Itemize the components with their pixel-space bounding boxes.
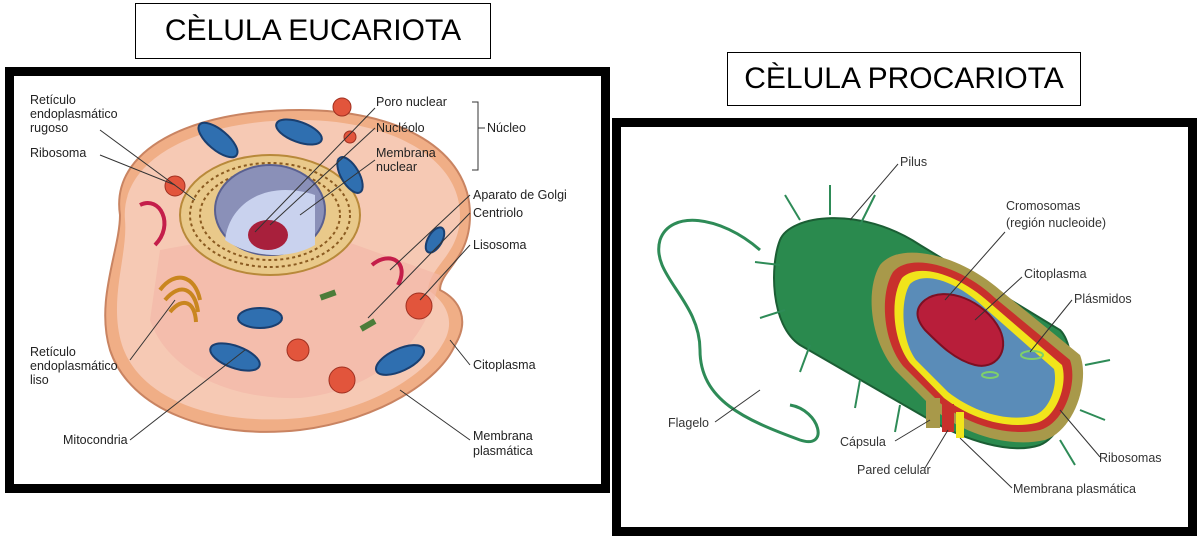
label-cromosomas-2: (región nucleoide) <box>1006 216 1106 230</box>
label-ribosomas: Ribosomas <box>1099 451 1162 465</box>
label-flagelo: Flagelo <box>668 416 709 430</box>
label-citoplasma-p: Citoplasma <box>1024 267 1087 281</box>
label-plasmidos: Plásmidos <box>1074 292 1132 306</box>
label-membrana-plasmatica-p: Membrana plasmática <box>1013 482 1136 496</box>
label-capsula: Cápsula <box>840 435 886 449</box>
label-pilus: Pilus <box>900 155 927 169</box>
label-cromosomas-1: Cromosomas <box>1006 199 1080 213</box>
label-pared-celular: Pared celular <box>857 463 931 477</box>
